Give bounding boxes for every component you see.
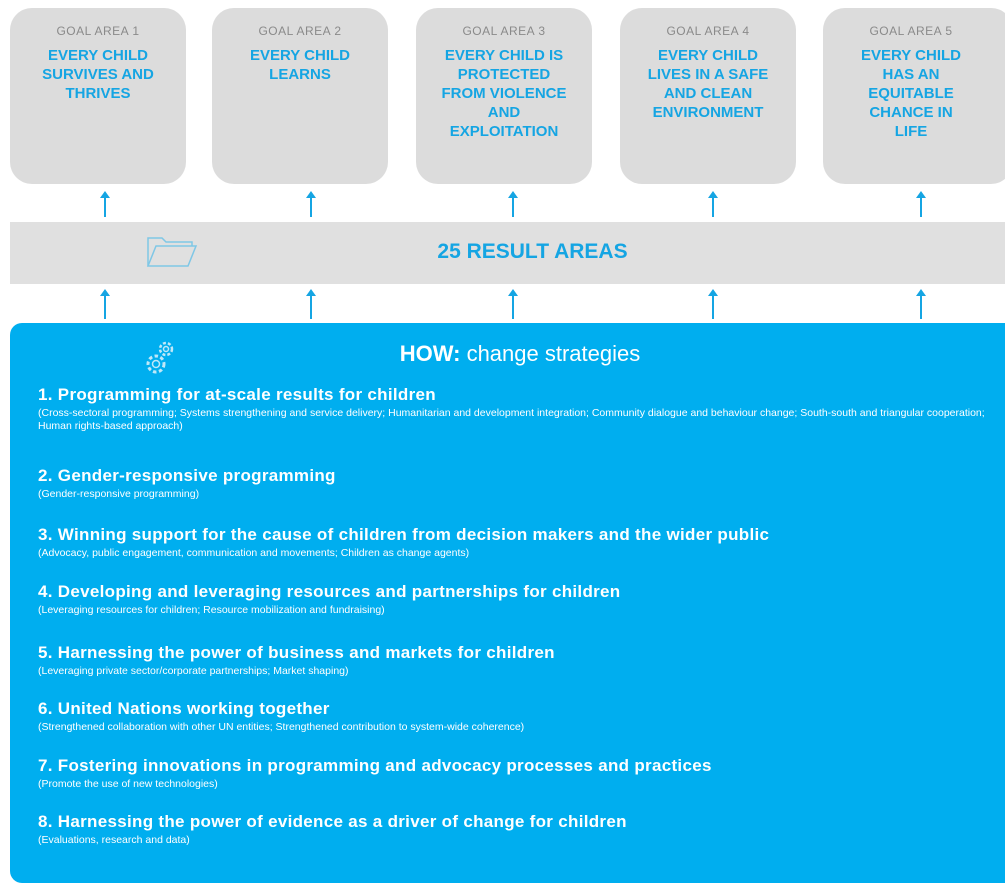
- strategy-item: 3. Winning support for the cause of chil…: [38, 525, 998, 560]
- strategy-subtitle: (Evaluations, research and data): [38, 834, 190, 846]
- goal-area-label: GOAL AREA 5: [869, 24, 953, 38]
- strategy-title: 4. Developing and leveraging resources a…: [38, 582, 621, 601]
- strategy-subtitle: (Leveraging private sector/corporate par…: [38, 665, 349, 677]
- strategy-subtitle: (Advocacy, public engagement, communicat…: [38, 547, 470, 559]
- arrow-up-icon: [916, 289, 926, 319]
- strategy-subtitle: (Gender-responsive programming): [38, 488, 200, 500]
- strategy-subtitle: (Cross-sectoral programming; Systems str…: [38, 407, 985, 432]
- goal-area-5: GOAL AREA 5 EVERY CHILD HAS AN EQUITABLE…: [823, 8, 1005, 184]
- goal-area-label: GOAL AREA 2: [258, 24, 342, 38]
- strategy-subtitle: (Leveraging resources for children; Reso…: [38, 604, 385, 616]
- goal-area-4: GOAL AREA 4 EVERY CHILD LIVES IN A SAFE …: [620, 8, 796, 184]
- arrow-up-icon: [508, 191, 518, 217]
- strategy-title: 1. Programming for at-scale results for …: [38, 385, 436, 404]
- folder-icon: [146, 237, 198, 267]
- goal-area-2: GOAL AREA 2 EVERY CHILD LEARNS: [212, 8, 388, 184]
- arrow-up-icon: [508, 289, 518, 319]
- strategy-title: 6. United Nations working together: [38, 699, 330, 718]
- strategy-item: 6. United Nations working together (Stre…: [38, 699, 998, 734]
- strategy-title: 7. Fostering innovations in programming …: [38, 756, 712, 775]
- goal-area-title: EVERY CHILD HAS AN EQUITABLE CHANCE IN L…: [860, 47, 962, 140]
- goal-area-title: EVERY CHILD LIVES IN A SAFE AND CLEAN EN…: [647, 47, 769, 121]
- strategy-item: 2. Gender-responsive programming (Gender…: [38, 466, 998, 501]
- arrow-up-icon: [708, 191, 718, 217]
- change-strategies-panel: HOW: change strategies 1. Programming fo…: [10, 323, 1005, 883]
- arrow-up-icon: [306, 191, 316, 217]
- how-title-rest: change strategies: [460, 341, 641, 366]
- arrow-up-icon: [708, 289, 718, 319]
- how-title: HOW: change strategies: [10, 341, 1005, 367]
- arrow-up-icon: [100, 289, 110, 319]
- arrow-up-icon: [916, 191, 926, 217]
- strategy-subtitle: (Strengthened collaboration with other U…: [38, 721, 525, 733]
- result-areas-bar: 25 RESULT AREAS: [10, 222, 1005, 284]
- strategy-title: 2. Gender-responsive programming: [38, 466, 336, 485]
- arrow-up-icon: [100, 191, 110, 217]
- goal-area-title: EVERY CHILD SURVIVES AND THRIVES: [42, 47, 154, 102]
- strategy-title: 8. Harnessing the power of evidence as a…: [38, 812, 627, 831]
- strategy-title: 5. Harnessing the power of business and …: [38, 643, 555, 662]
- gears-icon: [146, 341, 174, 374]
- goal-area-1: GOAL AREA 1 EVERY CHILD SURVIVES AND THR…: [10, 8, 186, 184]
- goal-area-label: GOAL AREA 4: [666, 24, 750, 38]
- strategy-subtitle: (Promote the use of new technologies): [38, 778, 218, 790]
- strategy-item: 8. Harnessing the power of evidence as a…: [38, 812, 998, 847]
- strategy-item: 7. Fostering innovations in programming …: [38, 756, 998, 791]
- goal-area-3: GOAL AREA 3 EVERY CHILD IS PROTECTED FRO…: [416, 8, 592, 184]
- goal-area-title: EVERY CHILD IS PROTECTED FROM VIOLENCE A…: [441, 47, 567, 140]
- goal-area-label: GOAL AREA 1: [56, 24, 140, 38]
- arrow-up-icon: [306, 289, 316, 319]
- result-areas-title: 25 RESULT AREAS: [437, 240, 628, 263]
- strategy-item: 5. Harnessing the power of business and …: [38, 643, 998, 678]
- strategy-item: 4. Developing and leveraging resources a…: [38, 582, 998, 617]
- strategy-title: 3. Winning support for the cause of chil…: [38, 525, 770, 544]
- goal-area-title: EVERY CHILD LEARNS: [249, 47, 351, 83]
- how-title-bold: HOW:: [399, 341, 461, 366]
- goal-area-label: GOAL AREA 3: [462, 24, 546, 38]
- strategy-item: 1. Programming for at-scale results for …: [38, 385, 998, 433]
